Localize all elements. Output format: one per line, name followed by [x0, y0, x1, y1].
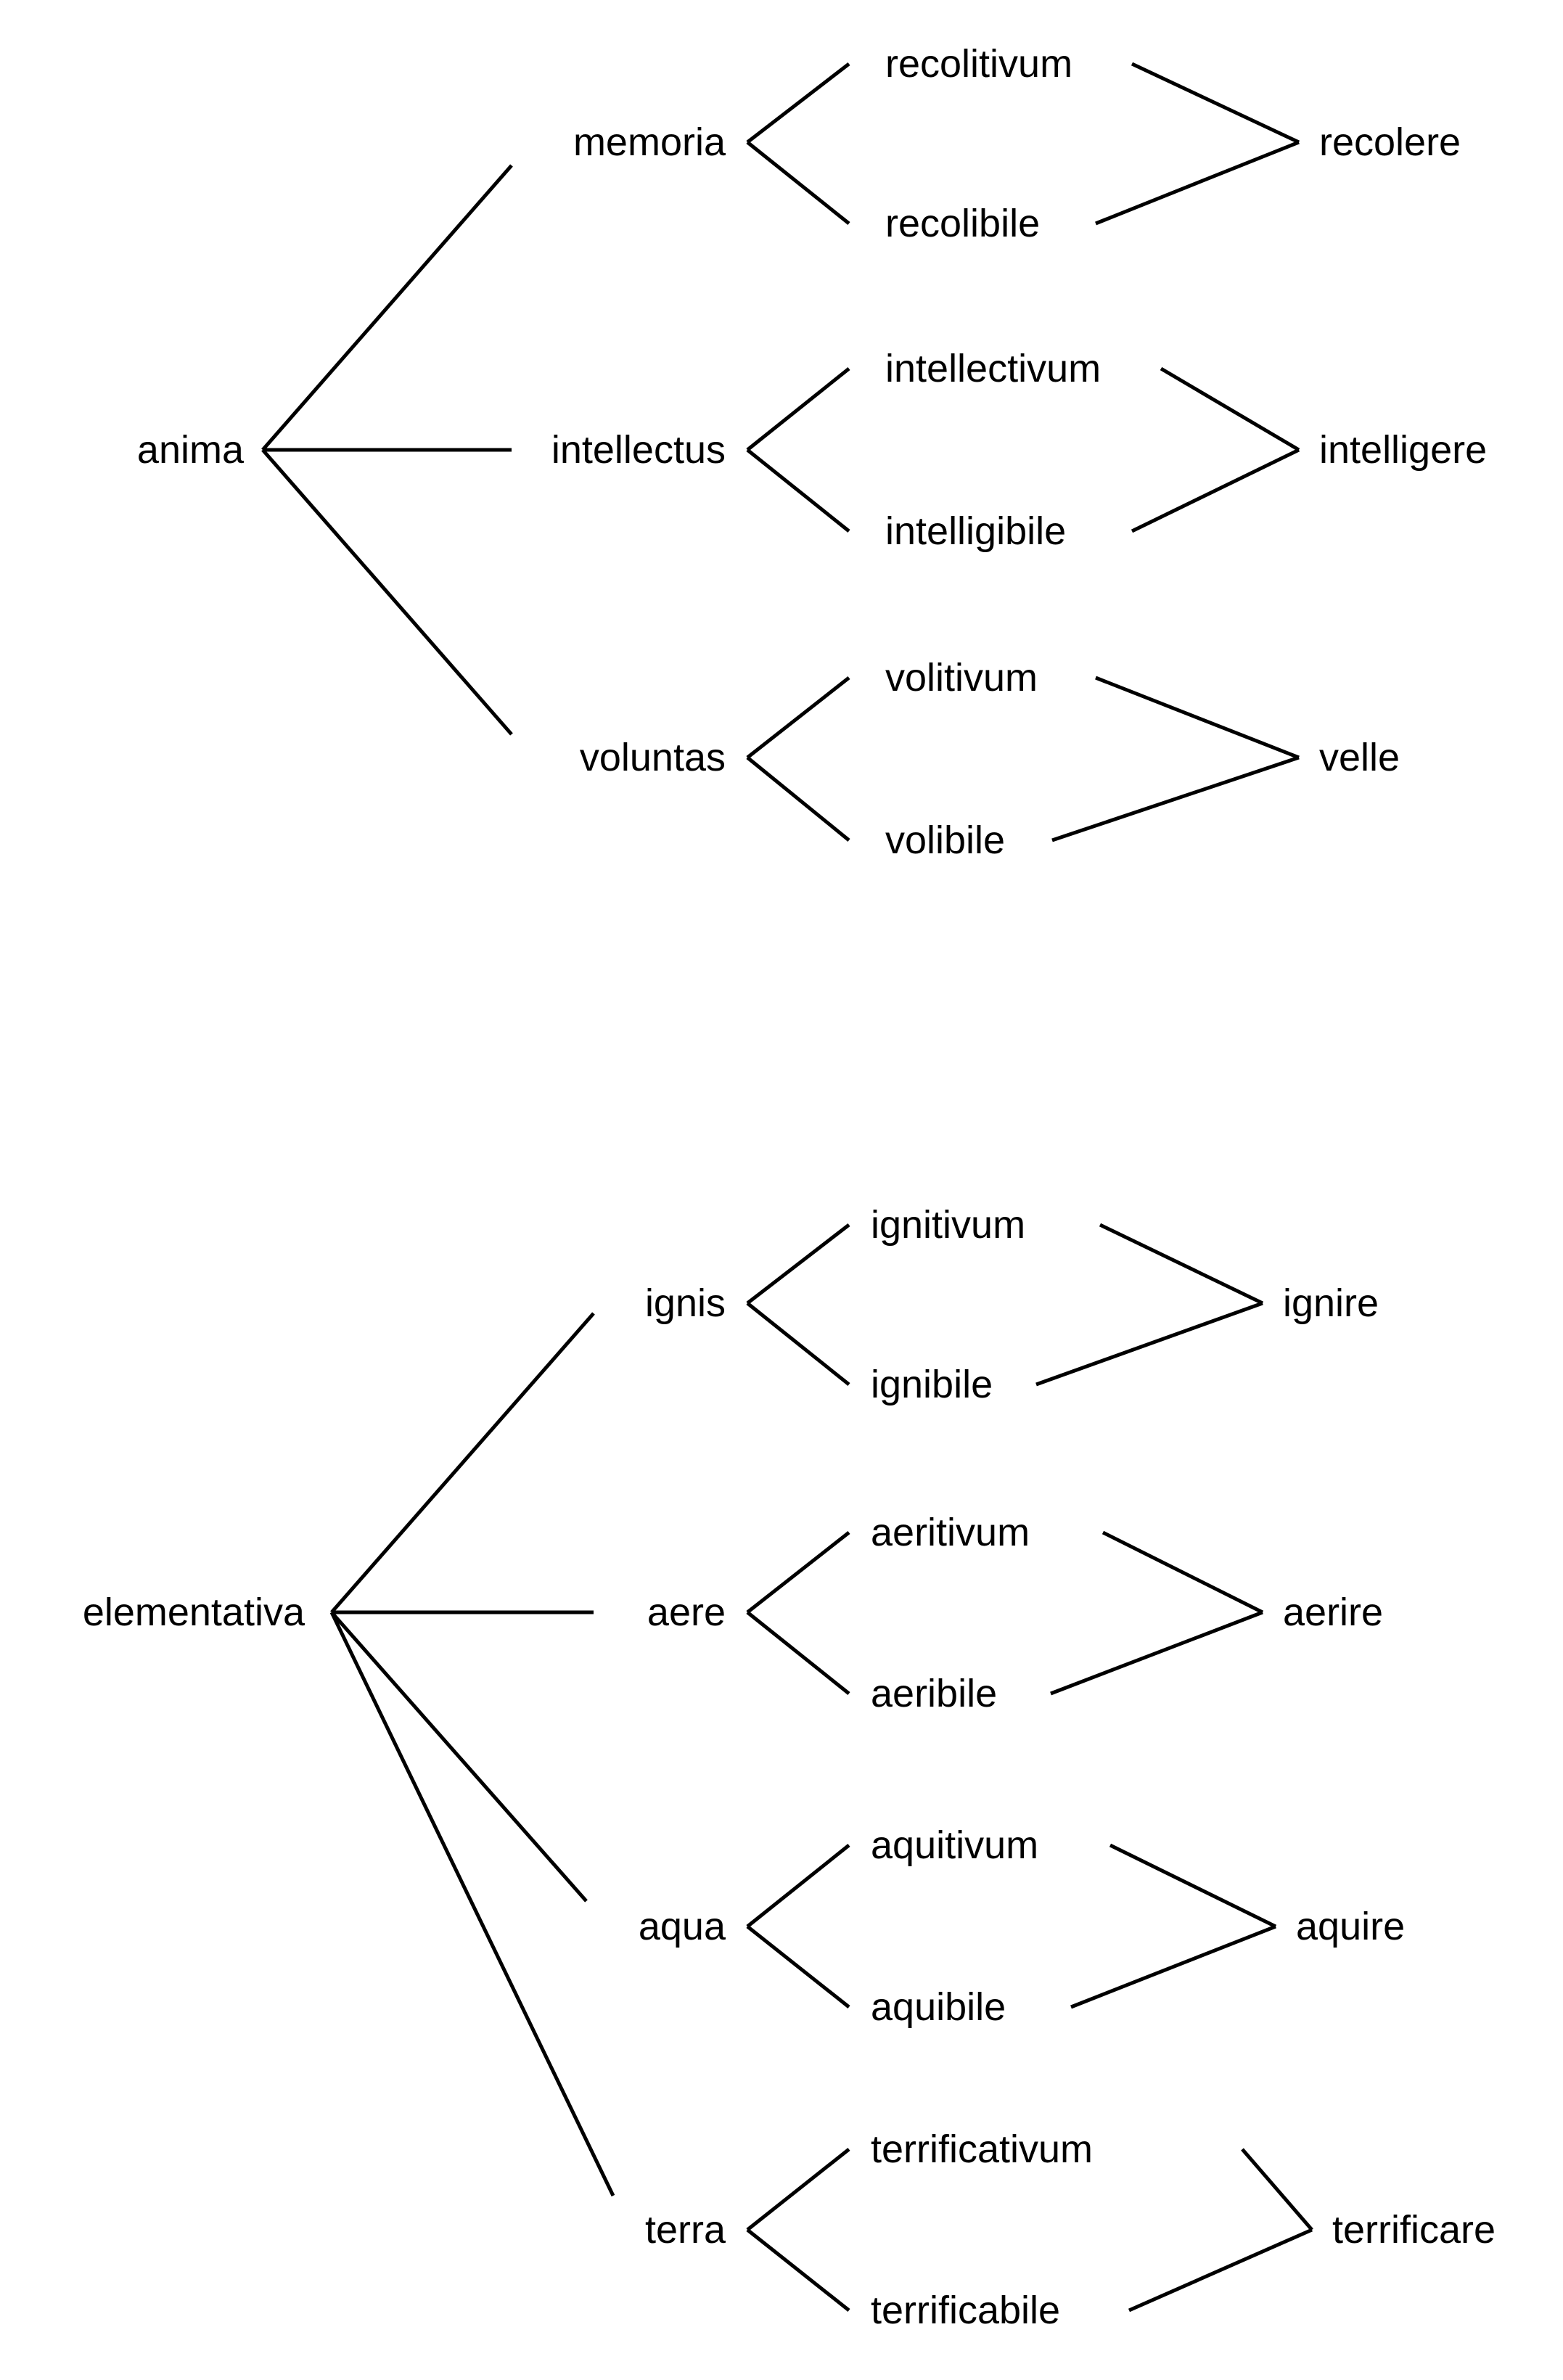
node-elementativa: elementativa [83, 1591, 305, 1634]
node-anima: anima [137, 428, 245, 472]
edge-anima-to-memoria [261, 164, 513, 451]
node-recolitivum: recolitivum [885, 42, 1072, 86]
node-aquitivum: aquitivum [871, 1823, 1038, 1867]
edge-ignis-to-ignibile [746, 1302, 850, 1386]
edge-memoria-to-recolitivum [746, 62, 850, 144]
edge-terra-to-terrificativum [746, 2148, 850, 2231]
edge-memoria-to-recolibile [746, 141, 850, 225]
node-terrificativum: terrificativum [871, 2127, 1093, 2171]
node-ignis: ignis [645, 1281, 726, 1325]
edge-voluntas-to-volibile [746, 756, 850, 842]
edge-terrificativum-to-terrificare [1241, 2148, 1313, 2231]
node-velle: velle [1319, 736, 1400, 779]
node-ignitivum: ignitivum [871, 1203, 1025, 1247]
node-aere: aere [647, 1591, 726, 1634]
node-aeribile: aeribile [871, 1672, 997, 1715]
edge-volibile-to-velle [1051, 755, 1300, 842]
edge-ignibile-to-ignire [1035, 1301, 1263, 1387]
node-terrificabile: terrificabile [871, 2289, 1060, 2332]
node-ignibile: ignibile [871, 1363, 993, 1406]
node-voluntas: voluntas [580, 736, 726, 779]
edge-elementativa-to-ignis [330, 1312, 595, 1614]
node-intellectivum: intellectivum [885, 347, 1101, 390]
node-recolere: recolere [1319, 120, 1461, 164]
edge-aeritivum-to-aerire [1102, 1530, 1264, 1614]
node-aquire: aquire [1296, 1905, 1405, 1948]
node-terrificare: terrificare [1332, 2208, 1496, 2252]
node-volitivum: volitivum [885, 656, 1038, 699]
edge-aquitivum-to-aquire [1109, 1843, 1277, 1929]
elementativa-tree-group: elementativa ignis aere aqua terra ignit… [83, 1203, 1496, 2332]
edge-intellectus-to-intelligibile [746, 448, 850, 533]
node-intelligibile: intelligibile [885, 509, 1066, 553]
edge-intellectivum-to-intelligere [1160, 366, 1300, 452]
node-aqua: aqua [639, 1905, 726, 1948]
edge-volitivum-to-velle [1095, 676, 1300, 760]
edge-voluntas-to-volitivum [746, 676, 850, 759]
edge-recolitivum-to-recolere [1131, 62, 1300, 144]
node-aeritivum: aeritivum [871, 1511, 1030, 1554]
edge-aere-to-aeribile [746, 1611, 850, 1695]
node-volibile: volibile [885, 818, 1005, 862]
edge-elementativa-to-aqua [330, 1611, 588, 1903]
edge-aqua-to-aquitivum [746, 1844, 850, 1928]
node-terra: terra [645, 2208, 726, 2252]
anima-tree-group: anima memoria intellectus voluntas recol… [137, 42, 1487, 862]
edge-aere-to-aeritivum [746, 1531, 850, 1614]
node-recolibile: recolibile [885, 202, 1040, 245]
node-aquibile: aquibile [871, 1985, 1006, 2029]
edge-intelligibile-to-intelligere [1131, 448, 1300, 533]
edge-aquibile-to-aquire [1070, 1924, 1276, 2009]
node-memoria: memoria [573, 120, 726, 164]
node-aerire: aerire [1283, 1591, 1383, 1634]
edge-terrificabile-to-terrificare [1128, 2228, 1313, 2313]
node-ignire: ignire [1283, 1281, 1379, 1325]
edge-elementativa-to-terra [329, 1611, 615, 2197]
node-intelligere: intelligere [1319, 428, 1487, 472]
edge-recolibile-to-recolere [1095, 140, 1300, 226]
edge-terra-to-terrificabile [746, 2228, 850, 2312]
edge-anima-to-voluntas [261, 448, 513, 736]
edge-ignis-to-ignitivum [746, 1223, 850, 1305]
edge-intellectus-to-intellectivum [746, 367, 850, 451]
edge-aeribile-to-aerire [1050, 1610, 1263, 1696]
node-intellectus: intellectus [551, 428, 726, 472]
edge-aqua-to-aquibile [746, 1925, 850, 2008]
edge-ignitivum-to-ignire [1099, 1223, 1264, 1305]
